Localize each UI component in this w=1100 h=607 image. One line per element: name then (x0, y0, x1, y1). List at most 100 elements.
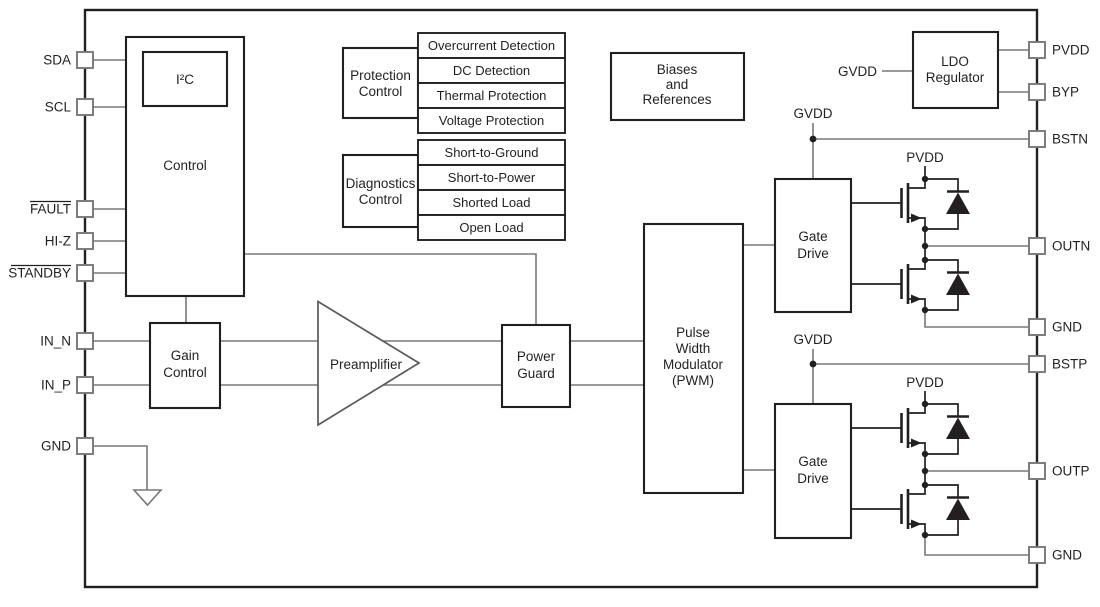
mosfet-p-highside (849, 399, 972, 459)
block-gate-drive-n-label-1: Gate (798, 229, 827, 244)
block-biases-label-1: Biases (657, 62, 698, 77)
pin-gnd-n (1028, 318, 1046, 336)
pin-label-scl: SCL (45, 100, 72, 115)
diagnostics-item-list: Short-to-Ground Short-to-Power Shorted L… (417, 139, 566, 241)
block-diagnostics-control (341, 153, 420, 229)
block-pwm-label-1: Pulse (676, 325, 710, 340)
block-gate-drive-n-label-2: Drive (797, 246, 829, 261)
pin-label-fault: FAULT (30, 202, 71, 217)
pin-outn (1028, 237, 1046, 255)
wires (93, 49, 1029, 556)
pin-label-in-p: IN_P (41, 378, 71, 393)
pin-fault (76, 200, 94, 218)
diagnostics-item-label: Short-to-Ground (445, 145, 539, 160)
diagnostics-item-label: Open Load (459, 220, 523, 235)
protection-item-label: DC Detection (453, 63, 530, 78)
block-biases-label-2: and (666, 77, 689, 92)
pin-in-n (76, 332, 94, 350)
block-power-guard-label-2: Guard (517, 366, 555, 381)
pin-label-outn: OUTN (1052, 239, 1090, 254)
net-label-gvdd-n: GVDD (793, 106, 832, 121)
block-gate-drive-p-label-2: Drive (797, 471, 829, 486)
net-label-pvdd-n: PVDD (906, 150, 944, 165)
net-label-gvdd-ldo: GVDD (838, 64, 877, 79)
pin-label-bstp: BSTP (1052, 357, 1087, 372)
right-pins: PVDD BYP BSTN OUTN GND BSTP OUTP GND (1028, 41, 1090, 564)
output-stage-n (849, 166, 972, 315)
wire-halfbridge-p-to-gnd (924, 535, 1029, 556)
pin-outp (1028, 462, 1046, 480)
protection-item-label: Overcurrent Detection (428, 38, 555, 53)
block-diagnostics-control-label-1: Diagnostics (346, 176, 416, 191)
protection-item-label: Voltage Protection (439, 113, 545, 128)
block-ldo-regulator (911, 30, 1000, 110)
block-i2c-label: I²C (176, 72, 194, 87)
net-labels: GVDD GVDD GVDD PVDD PVDD (793, 64, 944, 390)
junction-dot-gvdd-p (809, 360, 817, 368)
mosfet-p-lowside (849, 480, 972, 540)
pin-bstp (1028, 355, 1046, 373)
output-stage-p (849, 391, 972, 540)
block-power-guard (500, 323, 572, 409)
pin-label-pvdd: PVDD (1052, 43, 1090, 58)
wire-control-to-powerguard (244, 253, 537, 325)
block-pwm-label-4: (PWM) (672, 373, 714, 388)
pin-label-gnd-p: GND (1052, 548, 1082, 563)
block-power-guard-label-1: Power (517, 349, 556, 364)
block-gain-control-label-2: Control (163, 365, 207, 380)
block-gate-drive-n (773, 177, 853, 314)
pin-in-p (76, 376, 94, 394)
block-pwm (642, 222, 745, 495)
pin-label-byp: BYP (1052, 85, 1079, 100)
diagnostics-item-label: Short-to-Power (448, 170, 536, 185)
mosfet-n-lowside (849, 255, 972, 315)
pin-label-hiz: HI-Z (45, 234, 71, 249)
mosfet-n-highside (849, 174, 972, 234)
block-pwm-label-3: Modulator (663, 357, 724, 372)
pin-label-standby: STANDBY (8, 266, 71, 281)
wire-halfbridge-n-to-gnd (924, 310, 1029, 328)
pin-standby (76, 264, 94, 282)
pin-sda (76, 51, 94, 69)
pin-label-in-n: IN_N (40, 334, 71, 349)
block-ldo-label-2: Regulator (926, 70, 985, 85)
block-protection-control (341, 46, 420, 120)
block-control-label: Control (163, 158, 207, 173)
left-pins: SDA SCL FAULT HI-Z STANDBY IN_N IN_P GND (8, 51, 94, 455)
net-label-gvdd-p: GVDD (793, 332, 832, 347)
protection-item-label: Thermal Protection (437, 88, 547, 103)
wire-gnd-left (93, 445, 148, 490)
pin-gnd-p (1028, 546, 1046, 564)
net-label-pvdd-p: PVDD (906, 375, 944, 390)
block-biases-label-3: References (642, 92, 711, 107)
chip-border (83, 8, 1039, 589)
protection-item-list: Overcurrent Detection DC Detection Therm… (417, 32, 566, 134)
block-biases-references (609, 51, 746, 122)
block-gate-drive-p (773, 402, 853, 540)
pin-label-bstn: BSTN (1052, 132, 1088, 147)
block-pwm-label-2: Width (676, 341, 711, 356)
protection-item-row (417, 32, 566, 59)
pin-hiz (76, 232, 94, 250)
block-protection-control-label-2: Control (359, 84, 403, 99)
diagnostics-item-row (417, 214, 566, 241)
block-gate-drive-p-label-1: Gate (798, 454, 827, 469)
junction-dot-outp (921, 467, 929, 475)
pin-scl (76, 98, 94, 116)
pin-byp (1028, 83, 1046, 101)
block-preamplifier-label: Preamplifier (330, 357, 403, 372)
pin-pvdd (1028, 41, 1046, 59)
pin-gnd-left (76, 437, 94, 455)
ground-symbol (132, 489, 163, 507)
block-preamplifier (317, 299, 421, 427)
block-protection-control-label-1: Protection (350, 68, 411, 83)
block-diagnostics-control-label-2: Control (359, 192, 403, 207)
pin-label-sda: SDA (43, 53, 71, 68)
protection-item-row (417, 107, 566, 134)
pin-label-gnd-n: GND (1052, 320, 1082, 335)
junction-dot-gvdd-n (809, 135, 817, 143)
block-ldo-label-1: LDO (941, 54, 969, 69)
diagnostics-item-row (417, 189, 566, 216)
